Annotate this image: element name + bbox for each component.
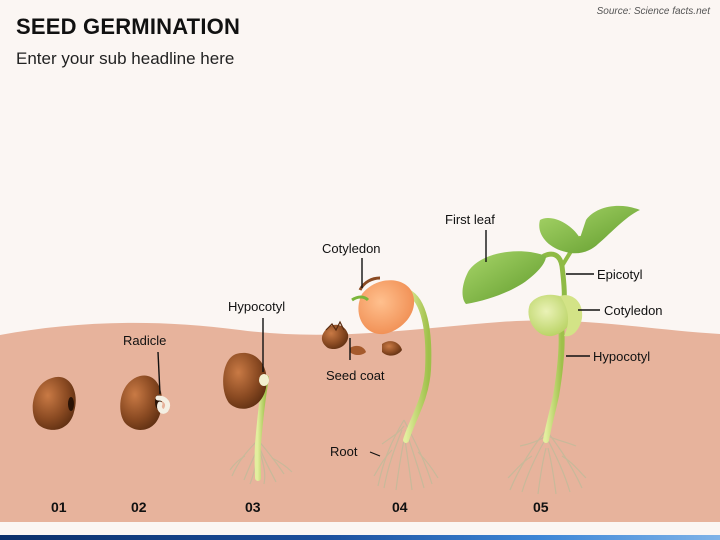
label-epicotyl: Epicotyl <box>597 267 643 282</box>
stage-number: 03 <box>245 499 261 515</box>
label-seed-coat: Seed coat <box>326 368 385 383</box>
stage-number: 02 <box>131 499 147 515</box>
soil <box>0 320 720 522</box>
stage-number: 01 <box>51 499 67 515</box>
stage-number: 04 <box>392 499 408 515</box>
label-cotyledon-stage5: Cotyledon <box>604 303 663 318</box>
label-first-leaf: First leaf <box>445 212 495 227</box>
label-hypocotyl-stage3: Hypocotyl <box>228 299 285 314</box>
label-root: Root <box>330 444 358 459</box>
page-subtitle: Enter your sub headline here <box>16 49 235 68</box>
label-radicle: Radicle <box>123 333 166 348</box>
stage-4-seedling <box>321 258 439 491</box>
stage-number: 05 <box>533 499 549 515</box>
page-title: SEED GERMINATION <box>16 14 241 39</box>
stage-3-hypocotyl <box>223 318 293 485</box>
stage-2-seed-radicle <box>120 351 171 430</box>
source-credit: Source: Science facts.net <box>596 6 710 17</box>
label-cotyledon-stage4: Cotyledon <box>322 241 381 256</box>
stage-5-plant <box>462 205 640 495</box>
stage-1-seed <box>32 376 76 430</box>
footer-accent-bar <box>0 535 720 540</box>
label-hypocotyl-stage5: Hypocotyl <box>593 349 650 364</box>
